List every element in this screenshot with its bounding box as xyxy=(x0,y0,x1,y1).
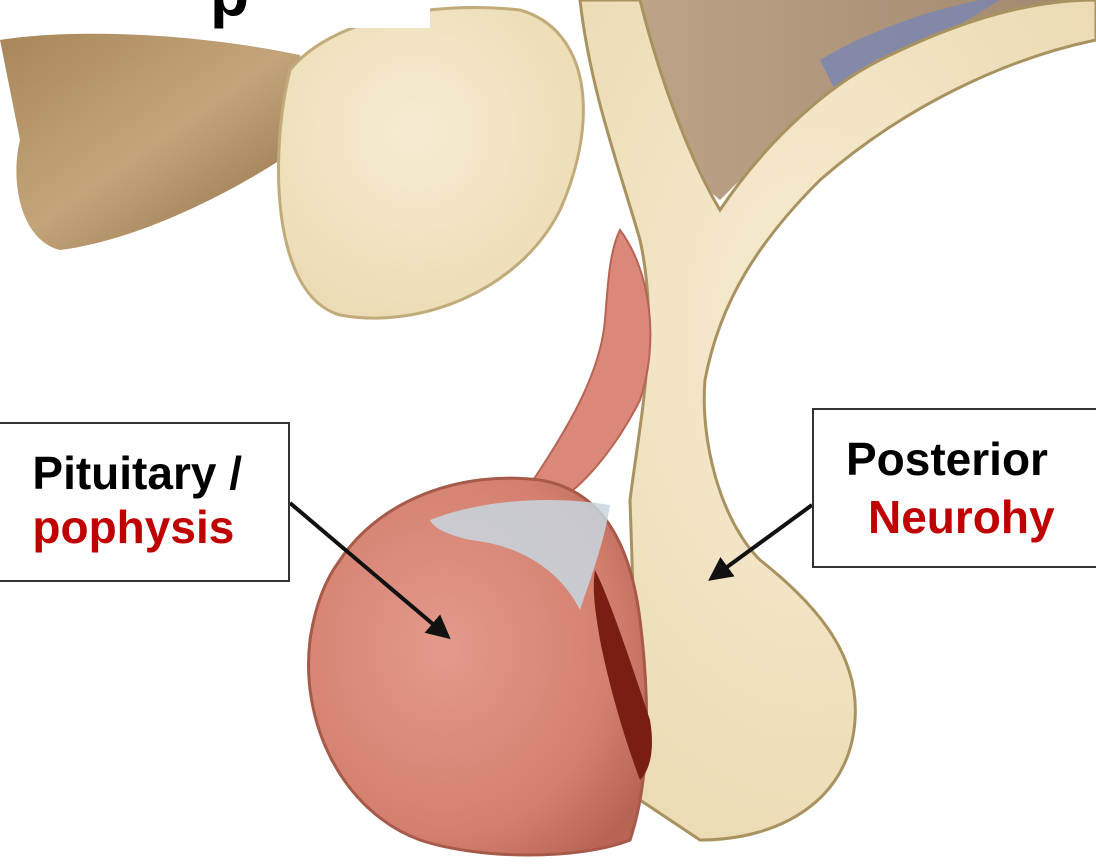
pars-tuberalis xyxy=(520,230,650,500)
top-title-fragment: p xyxy=(210,0,249,30)
posterior-label-line2: Neurohy xyxy=(868,490,1055,544)
posterior-pituitary-label: Posterior Neurohy xyxy=(812,408,1096,568)
top-title-box: p xyxy=(0,0,430,28)
anterior-label-line1: Pituitary / xyxy=(32,446,242,500)
optic-chiasm xyxy=(278,8,583,319)
anterior-pituitary-label: Pituitary / pophysis xyxy=(0,422,290,582)
optic-nerve xyxy=(0,34,310,250)
anterior-label-line2: pophysis xyxy=(32,500,242,554)
posterior-label-line1: Posterior xyxy=(846,432,1048,486)
